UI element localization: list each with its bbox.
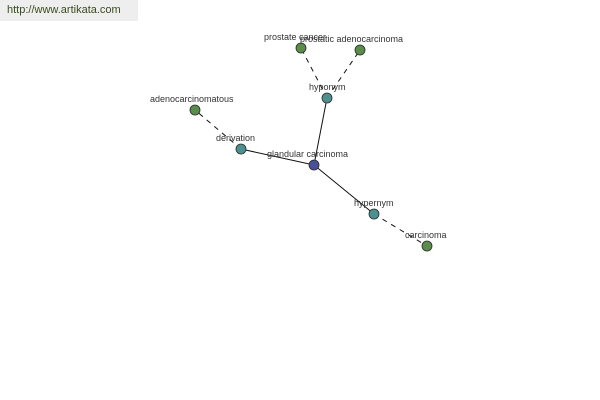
node-hyponym[interactable] — [321, 92, 333, 104]
node-label-glandular[interactable]: glandular carcinoma — [267, 149, 348, 159]
labels-layer: glandular carcinoma hyponym derivation hype… — [150, 32, 447, 240]
edge-glandular-derivation — [240, 148, 315, 166]
node-label-hypernym[interactable]: hypernym — [354, 198, 394, 208]
node-adenocarcinomatous[interactable] — [189, 104, 201, 116]
nodes-layer — [189, 42, 433, 252]
node-label-adenocarcinomatous[interactable]: adenocarcinomatous — [150, 94, 234, 104]
node-glandular[interactable] — [308, 159, 320, 171]
edge-glandular-hyponym — [313, 97, 328, 166]
edge-derivation-adenocarcinomatous — [194, 109, 242, 150]
node-label-prostate[interactable]: prostate cancer — [264, 32, 326, 42]
node-label-carcinoma[interactable]: carcinoma — [405, 230, 447, 240]
node-hypernym[interactable] — [368, 208, 380, 220]
node-carcinoma[interactable] — [421, 240, 433, 252]
node-prostate[interactable] — [295, 42, 307, 54]
site-url-banner[interactable]: http://www.artikata.com — [0, 0, 138, 21]
edge-glandular-hypernym — [313, 164, 375, 215]
node-label-derivation[interactable]: derivation — [216, 133, 255, 143]
node-derivation[interactable] — [235, 143, 247, 155]
edge-hypernym-carcinoma — [373, 213, 428, 247]
edges-layer — [194, 47, 428, 247]
node-prostatic[interactable] — [354, 44, 366, 56]
node-label-hyponym[interactable]: hyponym — [309, 82, 346, 92]
node-label-prostatic[interactable]: prostatic adenocarcinoma — [300, 34, 403, 44]
